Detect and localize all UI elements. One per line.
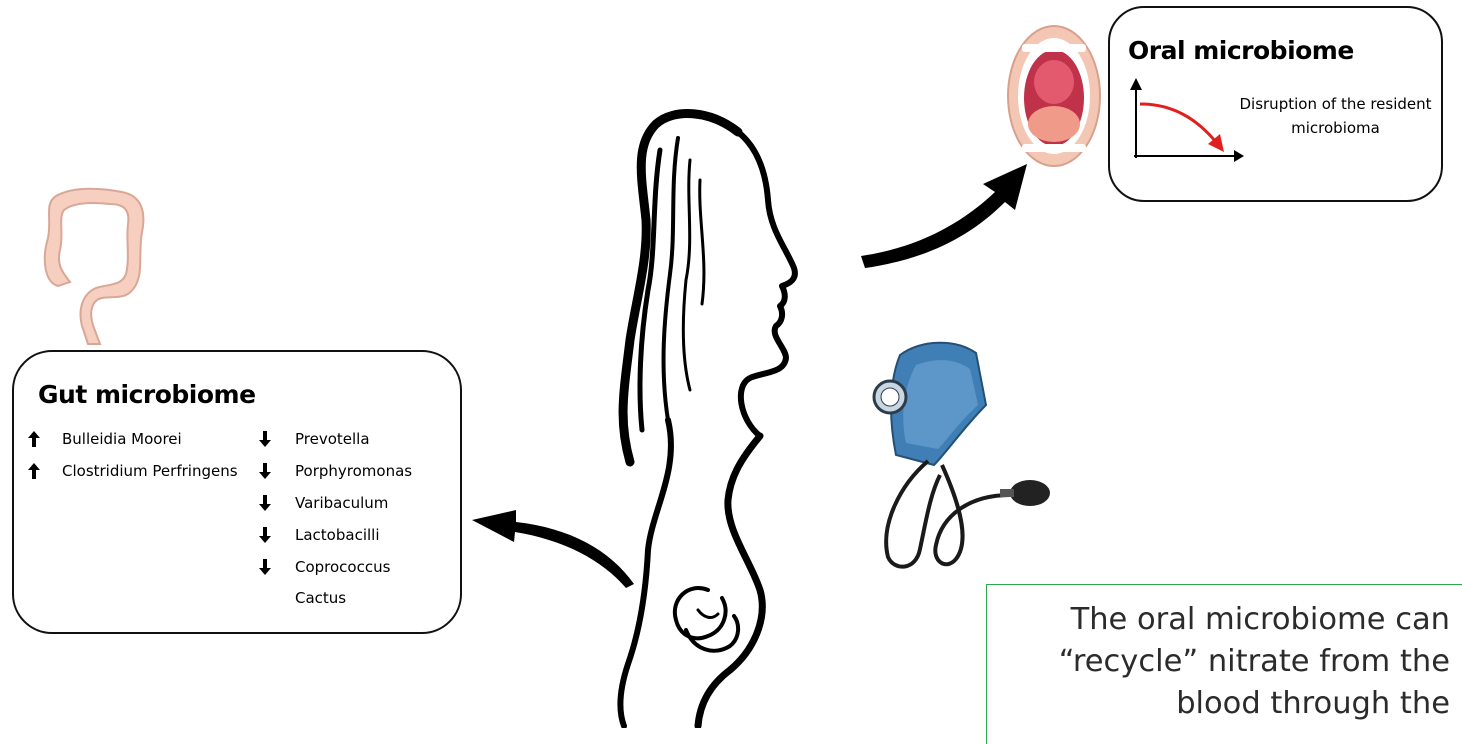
- pregnant-woman-silhouette: [590, 90, 830, 728]
- nitrate-note: The oral microbiome can “recycle” nitrat…: [986, 584, 1462, 744]
- disruption-trend-graph: [1126, 78, 1246, 168]
- arrow-to-oral: [855, 160, 1035, 270]
- oral-microbiome-title: Oral microbiome: [1128, 36, 1354, 65]
- down-arrow-icon: [259, 494, 281, 512]
- decreased-item: Varibaculum: [259, 494, 388, 512]
- increased-item: Bulleidia Moorei: [28, 430, 182, 448]
- open-mouth-illustration: [1000, 20, 1110, 170]
- down-arrow-icon: [259, 430, 281, 448]
- decline-curve: [1140, 104, 1216, 142]
- up-arrow-icon: [28, 462, 50, 480]
- gut-microbiome-title: Gut microbiome: [38, 380, 256, 409]
- oral-disruption-caption: Disruption of the resident microbioma: [1238, 92, 1433, 140]
- decreased-item: Porphyromonas: [259, 462, 412, 480]
- decreased-item: Coprococcus: [259, 558, 390, 576]
- decreased-item: Lactobacilli: [259, 526, 380, 544]
- down-arrow-icon: [259, 558, 281, 576]
- colon-illustration: [30, 178, 160, 346]
- increased-item: Clostridium Perfringens: [28, 462, 238, 480]
- blood-pressure-monitor-illustration: [860, 335, 1070, 575]
- down-arrow-icon: [259, 462, 281, 480]
- up-arrow-icon: [28, 430, 50, 448]
- gut-microbiome-box: Gut microbiome Bulleidia Moorei Clostrid…: [12, 350, 462, 634]
- decreased-item: Prevotella: [259, 430, 370, 448]
- extra-item: Cactus: [295, 589, 346, 607]
- colon-shape: [45, 189, 144, 344]
- down-arrow-icon: [259, 526, 281, 544]
